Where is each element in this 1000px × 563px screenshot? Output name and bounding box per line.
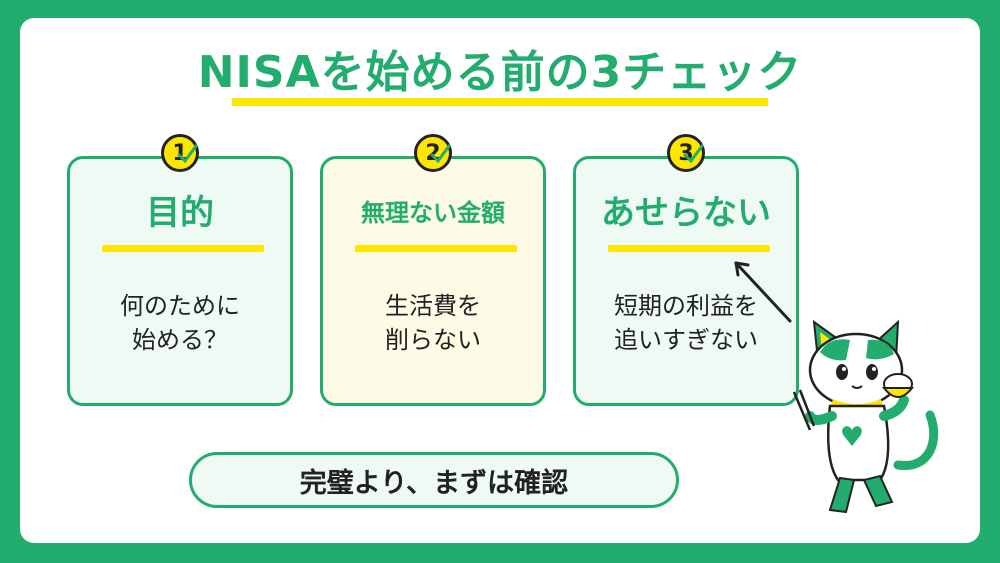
check-card-2: 無理ない金額 生活費を 削らない [320, 156, 546, 406]
check-icon [430, 144, 451, 164]
card-heading: あせらない [601, 193, 771, 233]
title-underline [232, 98, 768, 106]
card-line-text: 削らない [385, 326, 481, 354]
card-line-text: 追いすぎない [614, 326, 758, 354]
card-underline [102, 245, 264, 252]
cat-mascot-icon [792, 319, 939, 514]
card-body: 短期の利益を 追いすぎない [576, 289, 796, 357]
card-line-text: 始める？ [132, 326, 228, 354]
card-heading: 目的 [146, 193, 214, 233]
number-badge-1: 1 [161, 134, 199, 172]
card-underline [355, 245, 517, 252]
card-body: 何のために 始める？ [70, 289, 290, 357]
card-underline [608, 245, 770, 252]
number-badge-2: 2 [414, 134, 452, 172]
number-badge-3: 3 [667, 134, 705, 172]
check-card-3: あせらない 短期の利益を 追いすぎない [573, 156, 799, 406]
footer-message: 完璧より、まずは確認 [189, 452, 679, 508]
card-heading: 無理ない金額 [361, 199, 505, 227]
check-card-1: 目的 何のために 始める？ [67, 156, 293, 406]
card-line-text: 生活費を [385, 292, 481, 320]
check-icon [177, 144, 198, 164]
slide-title: NISAを始める前の3チェック [197, 47, 803, 98]
pointer-stick-icon [734, 261, 792, 323]
card-line-text: 何のために [120, 292, 240, 320]
card-line-text: 短期の利益を [614, 292, 758, 320]
check-icon [683, 144, 704, 164]
card-body: 生活費を 削らない [323, 289, 543, 357]
